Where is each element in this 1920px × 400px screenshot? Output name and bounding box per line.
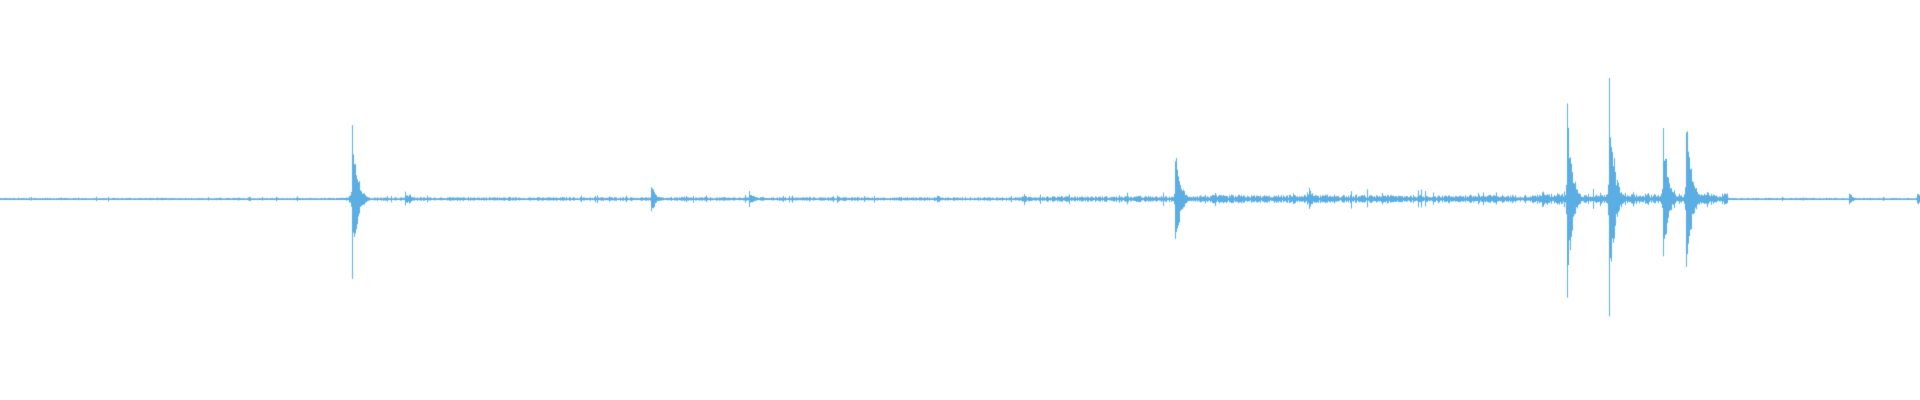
audio-waveform[interactable] [0,0,1920,400]
